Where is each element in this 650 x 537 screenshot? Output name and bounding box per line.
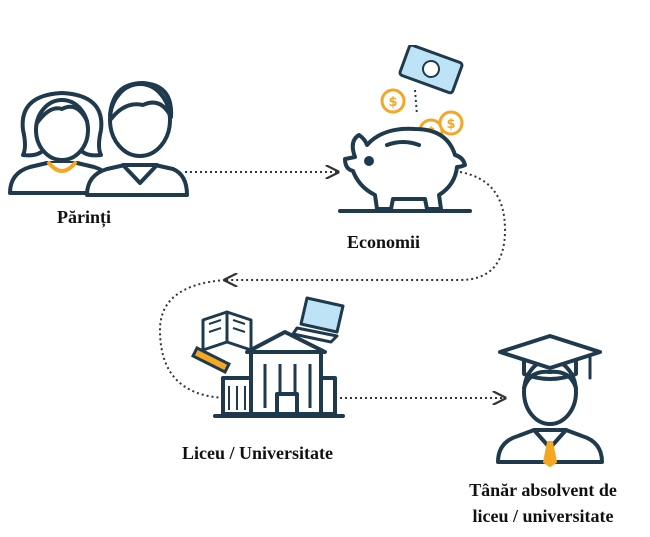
school-building-icon: [190, 296, 345, 418]
piggy-bank-icon: $ $ $: [338, 45, 472, 213]
graduate-label-line1: Tânăr absolvent de: [469, 480, 617, 500]
pencil-icon: [190, 345, 232, 375]
graduate-label: Tânăr absolvent de liceu / universitate: [438, 477, 648, 529]
svg-text:$: $: [388, 95, 397, 110]
school-label: Liceu / Universitate: [182, 443, 333, 463]
connector-curve-left: [158, 279, 226, 399]
graduate-icon: [496, 334, 604, 468]
savings-label: Economii: [347, 232, 421, 252]
parents-icon: [8, 81, 189, 197]
banknote-icon: [398, 45, 464, 95]
parents-label: Părinți: [57, 207, 111, 227]
svg-text:$: $: [446, 117, 455, 132]
graduate-label-line2: liceu / universitate: [472, 506, 614, 526]
laptop-icon: [291, 296, 345, 344]
book-icon: [201, 310, 253, 352]
connector-savings-to-school: [225, 171, 507, 280]
